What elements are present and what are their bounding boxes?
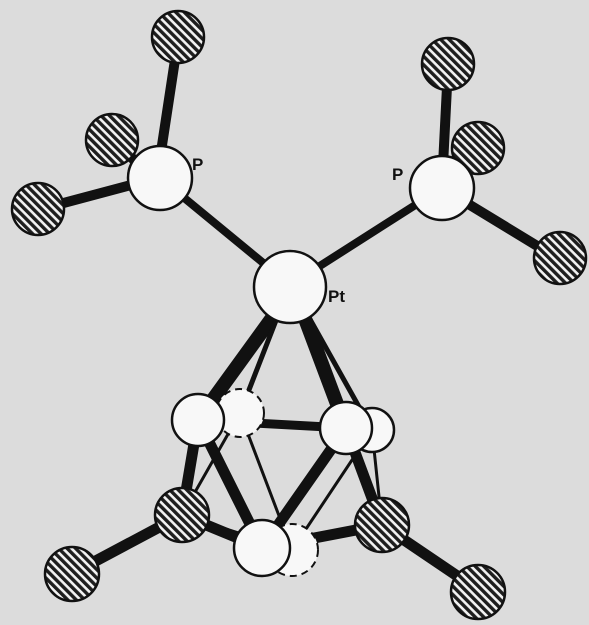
atom-cage-right bbox=[318, 400, 374, 456]
atom-p-methyl-top-left bbox=[150, 9, 206, 65]
atom-p-methyl-back-right bbox=[450, 120, 506, 176]
atom-p-methyl-top-right bbox=[420, 36, 476, 92]
atom-cage-bottom bbox=[232, 518, 292, 578]
label-pt: Pt bbox=[328, 287, 345, 306]
label-p-left: P bbox=[192, 155, 203, 174]
atom-p-methyl-side-left bbox=[10, 181, 66, 237]
atom-cage-carbon-left bbox=[153, 486, 211, 544]
front-atoms bbox=[10, 9, 588, 621]
atom-pt bbox=[252, 249, 328, 325]
atom-p-methyl-side-right bbox=[532, 230, 588, 286]
atom-cage-carbon-right bbox=[353, 496, 411, 554]
atom-p-right bbox=[408, 154, 476, 222]
back-atoms bbox=[84, 112, 506, 577]
label-p-right: P bbox=[392, 165, 403, 184]
atom-p-methyl-back-left bbox=[84, 112, 140, 168]
atom-c-methyl-left bbox=[43, 545, 101, 603]
atom-c-methyl-right bbox=[449, 563, 507, 621]
atom-p-left bbox=[126, 144, 194, 212]
atom-cage-left bbox=[170, 392, 226, 448]
